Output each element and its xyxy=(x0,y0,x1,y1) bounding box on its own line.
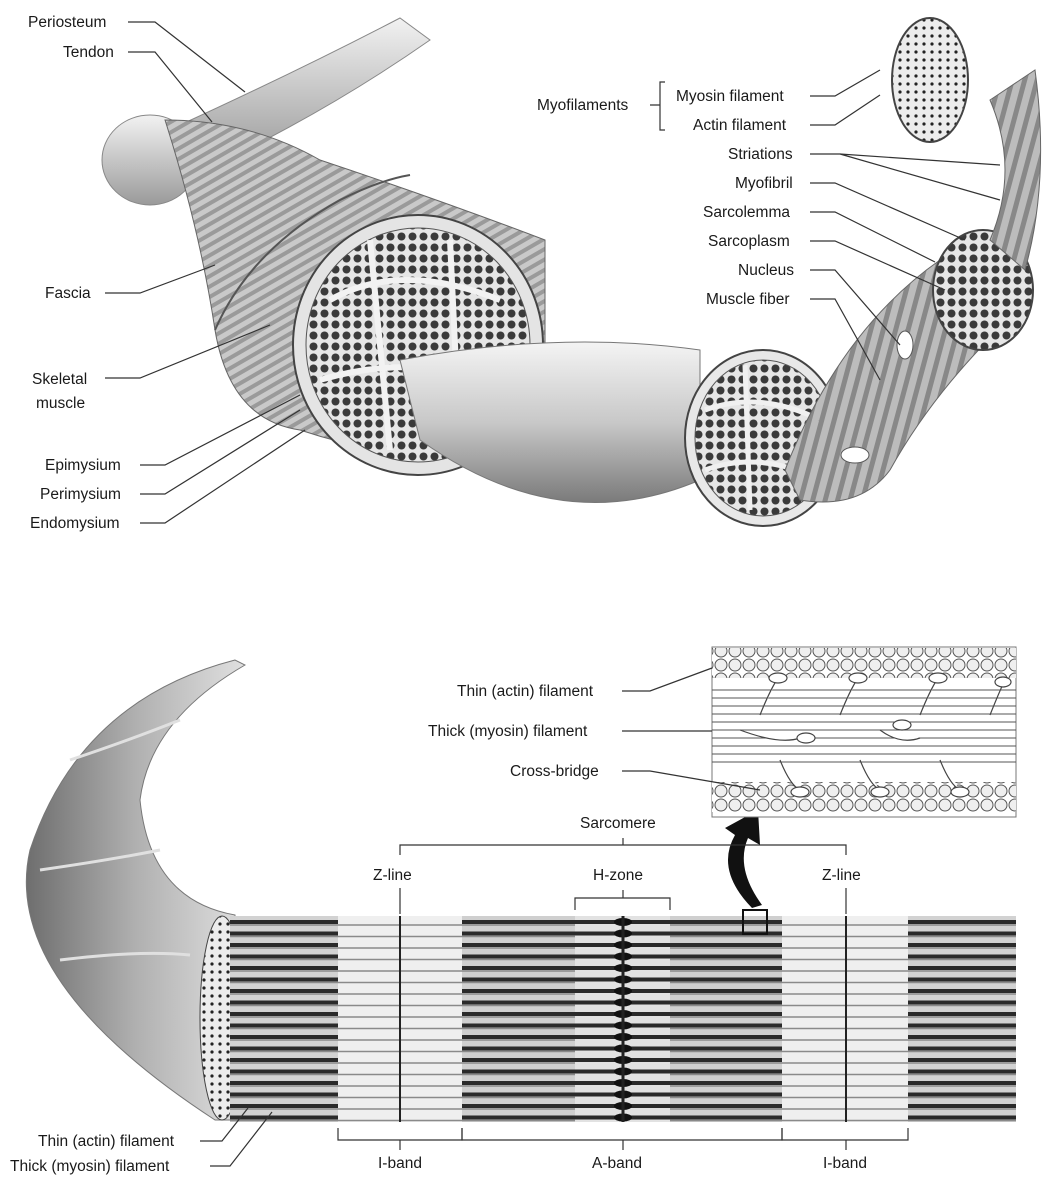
thick-filament-bar xyxy=(908,1047,1016,1051)
a-band-bracket xyxy=(462,1128,782,1150)
thick-filament-bar xyxy=(230,1070,338,1074)
label-myofibril: Myofibril xyxy=(735,175,793,192)
thick-filament-bar xyxy=(230,1116,338,1120)
thick-filament-bar xyxy=(908,966,1016,970)
thick-filament-bar xyxy=(230,978,338,982)
label-myosin-filament: Myosin filament xyxy=(676,88,784,105)
label-skeletal: Skeletal xyxy=(32,371,87,388)
label-endomysium: Endomysium xyxy=(30,515,120,532)
thick-filament-bar xyxy=(230,955,338,959)
label-inset-thin: Thin (actin) filament xyxy=(457,683,594,700)
thick-filament-bar xyxy=(908,1024,1016,1028)
thick-filament-bar xyxy=(230,1035,338,1039)
thick-filament-bar xyxy=(908,1058,1016,1062)
label-striations: Striations xyxy=(728,146,793,163)
i-band-left-bracket xyxy=(338,1128,462,1150)
thick-filament-bar xyxy=(230,920,338,924)
label-myofilaments: Myofilaments xyxy=(537,97,629,114)
zoom-arrow xyxy=(725,810,762,908)
thick-filament-bar xyxy=(230,1081,338,1085)
label-periosteum: Periosteum xyxy=(28,14,106,31)
thick-filament-bar xyxy=(230,1058,338,1062)
filament-inset xyxy=(712,647,1016,817)
label-bottom-thick: Thick (myosin) filament xyxy=(10,1158,170,1175)
thick-filament-bar xyxy=(908,1035,1016,1039)
label-muscle: muscle xyxy=(36,395,85,412)
myofilament-cross-section xyxy=(892,18,968,142)
thick-filament-bar xyxy=(230,1047,338,1051)
thick-filament-bar xyxy=(908,1081,1016,1085)
label-muscle-fiber: Muscle fiber xyxy=(706,291,790,308)
h-zone-bracket xyxy=(575,890,670,910)
thick-filament-bar xyxy=(908,943,1016,947)
thick-filament-bar xyxy=(908,920,1016,924)
label-sarcoplasm: Sarcoplasm xyxy=(708,233,790,250)
thick-filament-bar xyxy=(908,1093,1016,1097)
label-actin-filament: Actin filament xyxy=(693,117,787,134)
thick-filament-bar xyxy=(230,1104,338,1108)
inset-labels: Thin (actin) filament Thick (myosin) fil… xyxy=(428,668,760,790)
i-band-right-bracket xyxy=(782,1128,908,1150)
thick-filament-bar xyxy=(908,932,1016,936)
label-inset-thick: Thick (myosin) filament xyxy=(428,723,588,740)
muscle-anatomy-illustration xyxy=(102,18,1041,526)
label-bottom-thin: Thin (actin) filament xyxy=(38,1133,175,1150)
label-perimysium: Perimysium xyxy=(40,486,121,503)
thick-filament-bar xyxy=(230,1024,338,1028)
thick-filament-bar xyxy=(908,1070,1016,1074)
thick-filament-bar xyxy=(908,1104,1016,1108)
label-z-line-right: Z-line xyxy=(822,867,861,884)
label-fascia: Fascia xyxy=(45,285,91,302)
thick-filament-bar xyxy=(230,1012,338,1016)
label-i-band-left: I-band xyxy=(378,1155,422,1172)
thick-filament-bar xyxy=(230,1001,338,1005)
thick-filament-bar xyxy=(230,989,338,993)
sarcomere-bracket xyxy=(400,838,846,855)
thick-filament-bar xyxy=(908,1012,1016,1016)
thick-filament-bar xyxy=(908,978,1016,982)
sarcomere-band-diagram xyxy=(230,910,1016,1122)
thick-filament-bar xyxy=(908,1116,1016,1120)
label-z-line-left: Z-line xyxy=(373,867,412,884)
label-a-band: A-band xyxy=(592,1155,642,1172)
myofibril-shape xyxy=(990,70,1041,270)
fascicle-tube xyxy=(400,342,700,503)
thick-filament-bar xyxy=(908,989,1016,993)
thick-filament-bar xyxy=(908,1001,1016,1005)
label-i-band-right: I-band xyxy=(823,1155,867,1172)
label-epimysium: Epimysium xyxy=(45,457,121,474)
label-sarcomere: Sarcomere xyxy=(580,815,656,832)
label-nucleus: Nucleus xyxy=(738,262,794,279)
thick-filament-bar xyxy=(230,943,338,947)
label-cross-bridge: Cross-bridge xyxy=(510,763,599,780)
label-h-zone: H-zone xyxy=(593,867,643,884)
thick-filament-bar xyxy=(230,1093,338,1097)
label-tendon: Tendon xyxy=(63,44,114,61)
thick-filament-bar xyxy=(230,966,338,970)
thick-filament-bar xyxy=(230,932,338,936)
label-sarcolemma: Sarcolemma xyxy=(703,204,790,221)
myofibril-illustration xyxy=(26,660,245,1120)
thick-filament-bar xyxy=(908,955,1016,959)
